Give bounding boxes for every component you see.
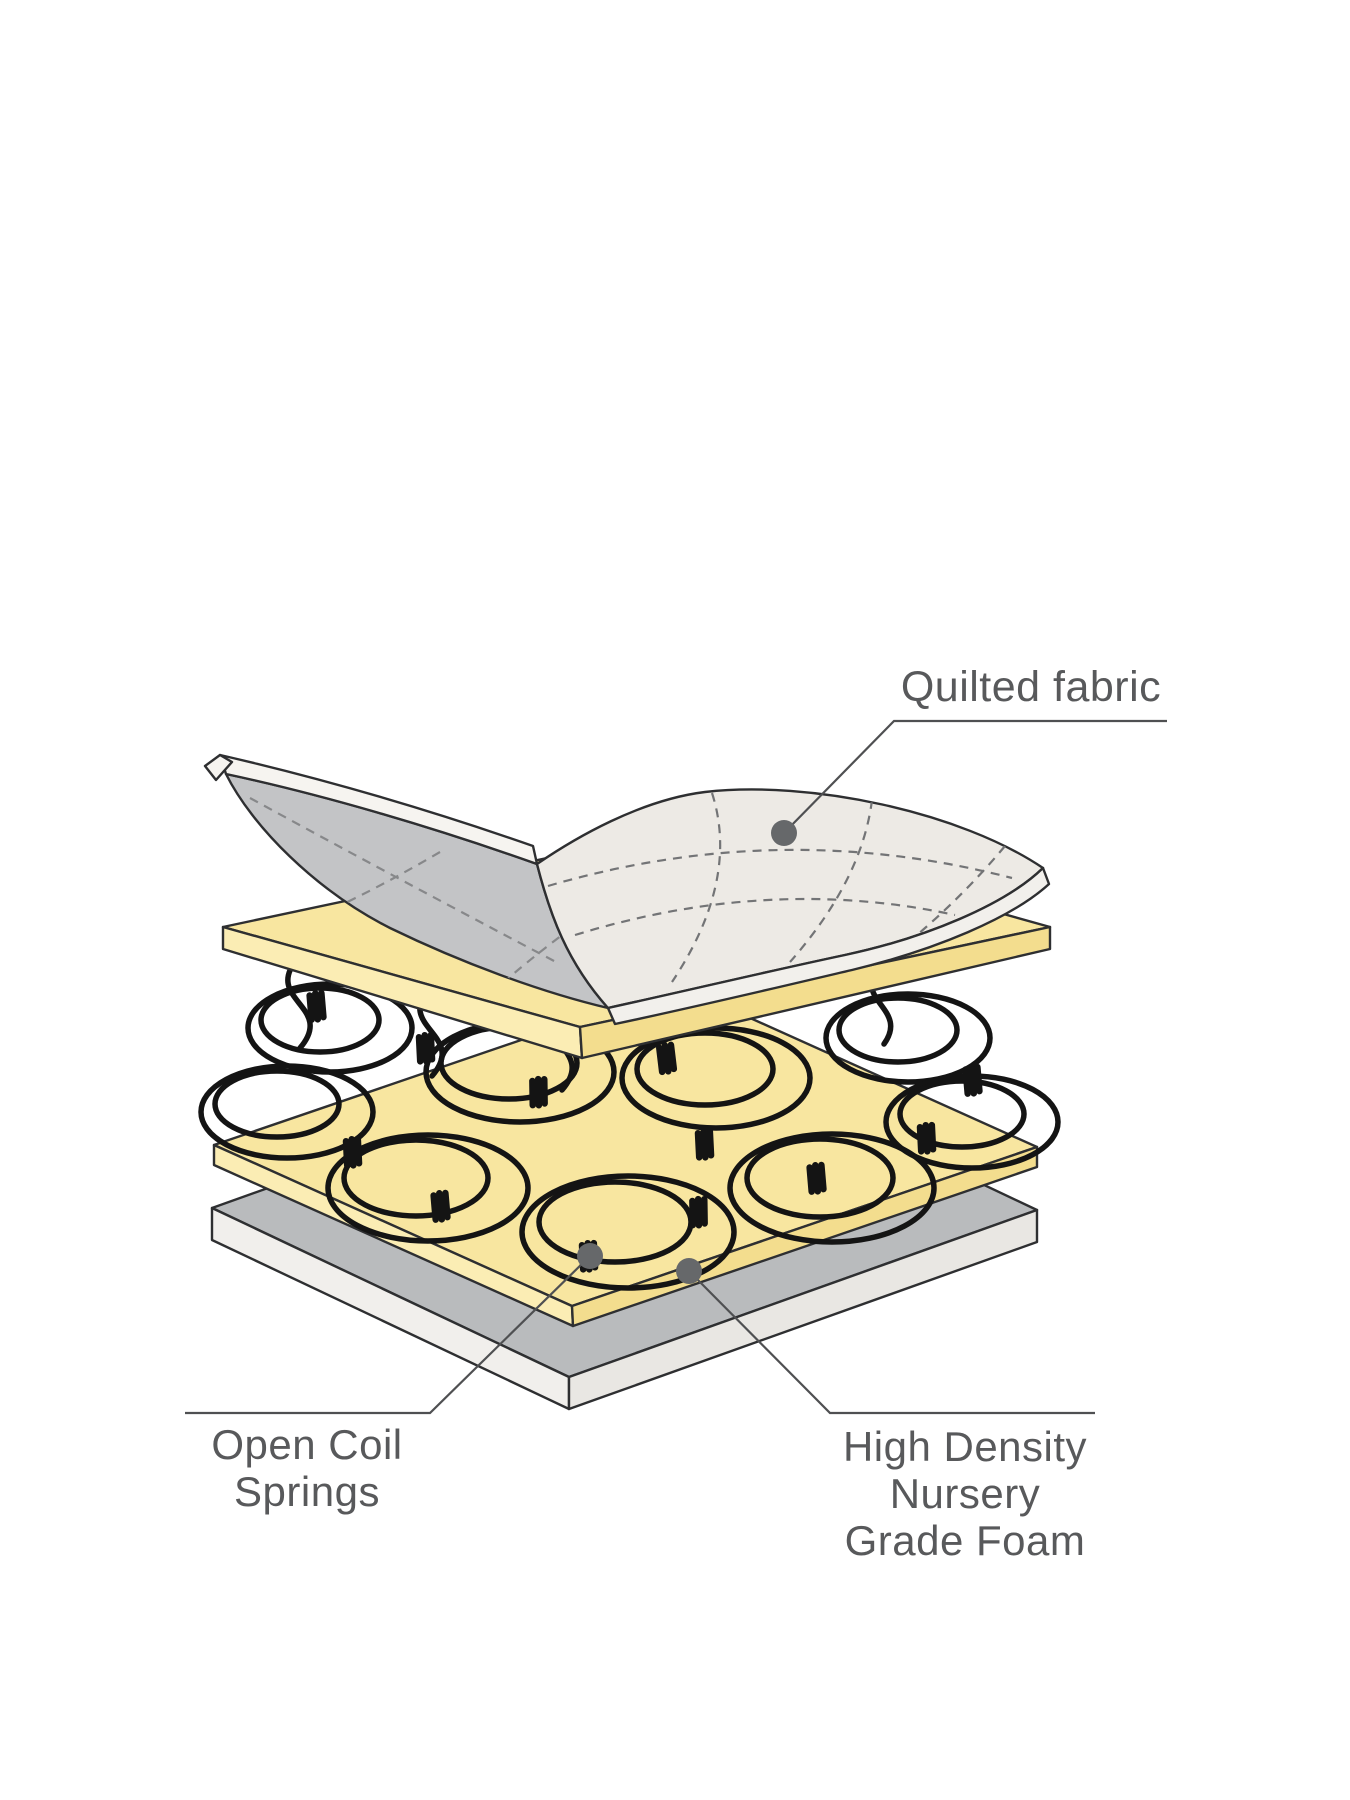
quilting-stitches-flap bbox=[249, 797, 586, 997]
base-layer-front-right-face bbox=[567, 1208, 1039, 1411]
callout-leaders bbox=[185, 719, 1167, 1415]
callout-dots bbox=[577, 820, 797, 1284]
fabric-curl-edge bbox=[218, 753, 539, 866]
springs-layer bbox=[198, 955, 1061, 1291]
label-high-density-line2: Nursery bbox=[889, 1470, 1041, 1517]
label-open-coil-line1: Open Coil bbox=[211, 1421, 403, 1468]
label-high-density-line3: Grade Foam bbox=[844, 1517, 1086, 1564]
label-quilted-fabric: Quilted fabric bbox=[900, 663, 1162, 711]
quilted-fabric-layer bbox=[203, 753, 1051, 1026]
spring-coil bbox=[198, 1063, 376, 1161]
spring-coil bbox=[212, 1068, 342, 1140]
spring-coil bbox=[744, 1136, 896, 1220]
callout-dot-quilted-fabric bbox=[771, 820, 797, 846]
spring-coil bbox=[727, 1131, 937, 1245]
spring-coil bbox=[341, 1137, 491, 1219]
spring-coil bbox=[325, 1132, 531, 1244]
leader-line-quilted-fabric bbox=[783, 719, 1167, 834]
quilting-stitches-top bbox=[547, 792, 1013, 983]
fabric-front-edge bbox=[606, 866, 1051, 1026]
spring-coil bbox=[897, 1078, 1027, 1150]
upper-foam-front-right-face bbox=[578, 925, 1052, 1060]
fabric-curl-tip bbox=[203, 753, 234, 782]
spring-coil bbox=[519, 1173, 737, 1291]
spring-coil bbox=[836, 995, 960, 1065]
leader-line-high-density bbox=[688, 1270, 1095, 1415]
spring-coil bbox=[258, 985, 382, 1055]
callout-dot-high-density bbox=[676, 1258, 702, 1284]
spring-coil bbox=[634, 1030, 776, 1108]
spring-wire bbox=[285, 955, 313, 1051]
leader-line-open-coil bbox=[185, 1255, 591, 1415]
callout-dot-open-coil bbox=[577, 1243, 603, 1269]
label-high-density-foam: High Density Nursery Grade Foam bbox=[843, 1423, 1087, 1564]
label-open-coil-line2: Springs bbox=[234, 1468, 380, 1515]
label-high-density-line1: High Density bbox=[842, 1423, 1088, 1470]
spring-coil bbox=[823, 991, 993, 1085]
label-open-coil-springs: Open Coil Springs bbox=[211, 1421, 402, 1515]
